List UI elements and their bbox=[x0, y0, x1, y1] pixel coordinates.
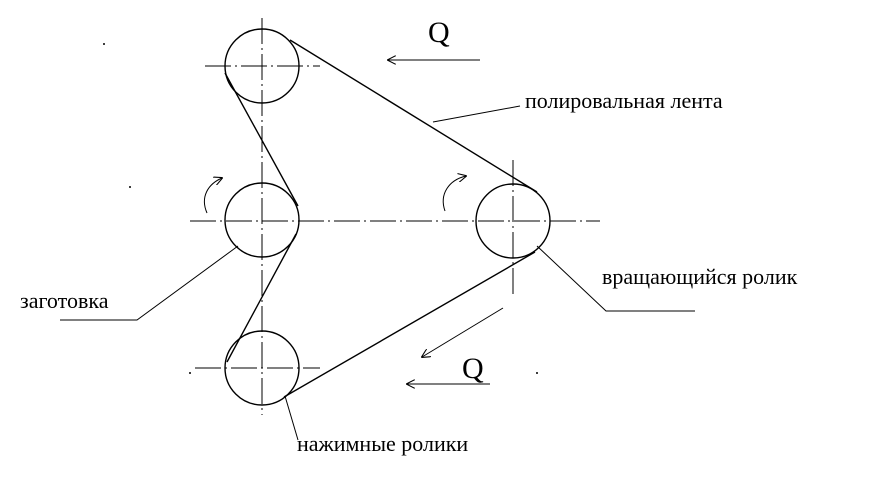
scan-dot bbox=[189, 372, 191, 374]
pressure-rollers-label: нажимные ролики bbox=[297, 431, 468, 456]
pressure-roller-bottom bbox=[224, 330, 300, 406]
workpiece-circle bbox=[224, 182, 300, 258]
belt-leader bbox=[432, 105, 521, 123]
force-arrow-bottom-diagonal bbox=[422, 307, 504, 357]
pressure-rollers-leader bbox=[284, 395, 299, 441]
drive-roller-label: вращающийся ролик bbox=[602, 264, 798, 289]
force-label-bottom: Q bbox=[462, 352, 484, 385]
workpiece-label: заготовка bbox=[20, 288, 109, 313]
workpiece-rotation-arrow bbox=[203, 178, 222, 214]
pressure-roller-top bbox=[224, 28, 300, 104]
workpiece-leader bbox=[60, 245, 239, 321]
polishing-belt bbox=[224, 39, 538, 398]
scan-dot bbox=[536, 372, 538, 374]
scan-dot bbox=[129, 186, 131, 188]
center-lines bbox=[190, 18, 600, 415]
belt-label: полировальная лента bbox=[525, 88, 723, 113]
scan-dot bbox=[103, 43, 105, 45]
force-label-top: Q bbox=[428, 16, 450, 49]
drive-roller-leader bbox=[536, 245, 695, 312]
roller-rotation-arrow bbox=[442, 176, 466, 212]
drive-roller-circle bbox=[475, 183, 551, 259]
